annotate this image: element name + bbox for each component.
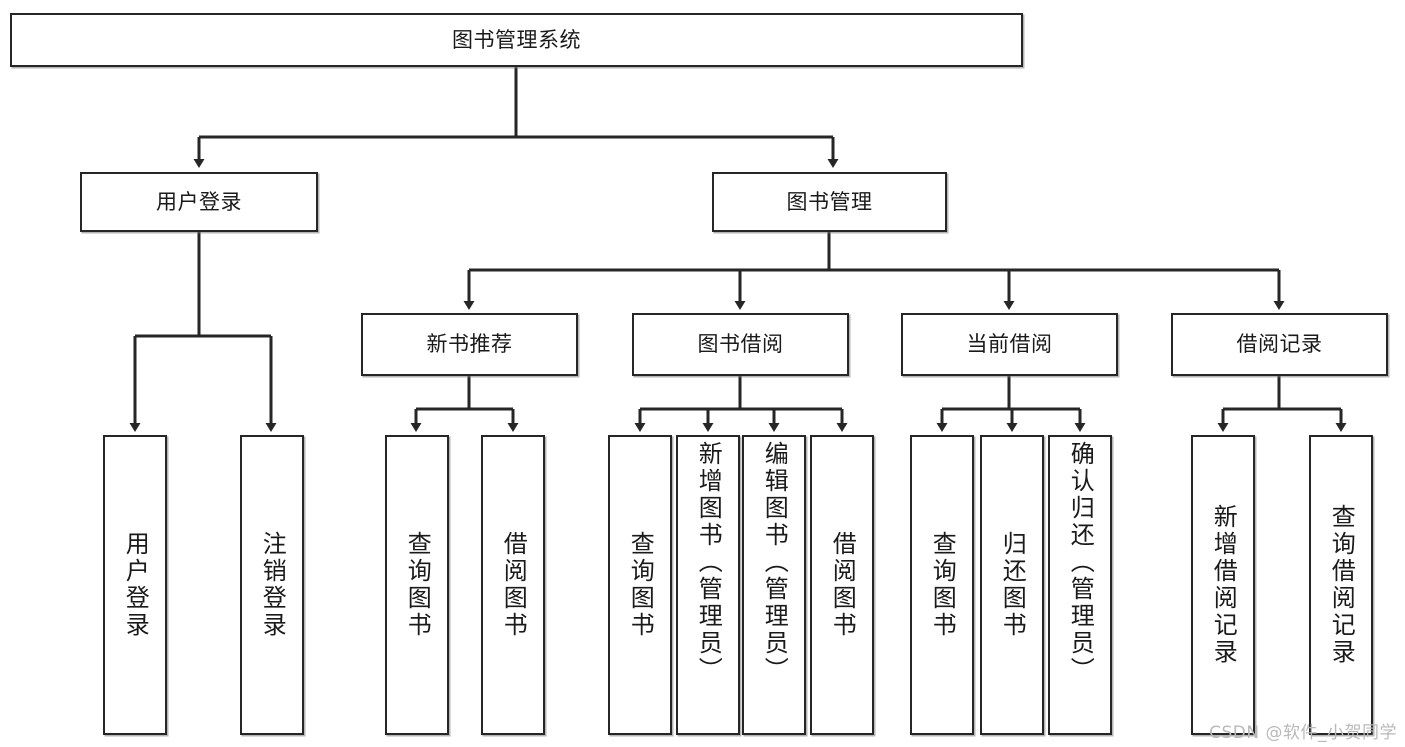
leaf-confirm-return[interactable]: 确认归还（管理员） — [1048, 435, 1112, 735]
node-book-borrow[interactable]: 图书借阅 — [632, 313, 849, 376]
node-root[interactable]: 图书管理系统 — [10, 13, 1023, 67]
node-user-login-label: 用户登录 — [156, 189, 242, 214]
leaf-add-book[interactable]: 新增图书（管理员） — [676, 435, 740, 735]
leaf-query-record-label: 查询借阅记录 — [1327, 504, 1356, 666]
node-book-manage-label: 图书管理 — [786, 189, 873, 214]
node-borrow-record[interactable]: 借阅记录 — [1171, 313, 1388, 376]
node-current-borrow[interactable]: 当前借阅 — [901, 313, 1118, 376]
leaf-borrow-book-2[interactable]: 借阅图书 — [810, 435, 874, 735]
node-new-book-recommend[interactable]: 新书推荐 — [361, 313, 578, 376]
leaf-query-book-3[interactable]: 查询图书 — [910, 435, 974, 735]
node-user-login[interactable]: 用户登录 — [80, 172, 318, 232]
leaf-query-book-1-label: 查询图书 — [403, 531, 432, 639]
csdn-watermark: CSDN @软件_小贺同学 — [1209, 723, 1397, 743]
leaf-return-book-label: 归还图书 — [998, 531, 1027, 639]
leaf-user-logout-label: 注销登录 — [258, 531, 287, 639]
leaf-user-logout[interactable]: 注销登录 — [240, 435, 304, 735]
leaf-add-record[interactable]: 新增借阅记录 — [1191, 435, 1255, 735]
leaf-add-record-label: 新增借阅记录 — [1209, 504, 1238, 666]
leaf-query-book-3-label: 查询图书 — [928, 531, 957, 639]
leaf-query-record[interactable]: 查询借阅记录 — [1309, 435, 1373, 735]
leaf-borrow-book-2-label: 借阅图书 — [828, 531, 857, 639]
leaf-edit-book[interactable]: 编辑图书（管理员） — [742, 435, 806, 735]
leaf-add-book-label: 新增图书（管理员） — [694, 441, 723, 684]
node-borrow-record-label: 借阅记录 — [1236, 332, 1323, 357]
leaf-query-book-2-label: 查询图书 — [626, 531, 655, 639]
leaf-borrow-book-1-label: 借阅图书 — [499, 531, 528, 639]
leaf-borrow-book-1[interactable]: 借阅图书 — [481, 435, 545, 735]
leaf-query-book-2[interactable]: 查询图书 — [608, 435, 672, 735]
leaf-user-login-label: 用户登录 — [121, 531, 150, 639]
node-book-borrow-label: 图书借阅 — [697, 332, 784, 357]
leaf-query-book-1[interactable]: 查询图书 — [385, 435, 449, 735]
leaf-confirm-return-label: 确认归还（管理员） — [1066, 441, 1095, 684]
leaf-user-login[interactable]: 用户登录 — [103, 435, 167, 735]
node-current-borrow-label: 当前借阅 — [966, 332, 1053, 357]
node-book-manage[interactable]: 图书管理 — [712, 172, 947, 232]
leaf-return-book[interactable]: 归还图书 — [980, 435, 1044, 735]
leaf-edit-book-label: 编辑图书（管理员） — [760, 441, 789, 684]
node-root-label: 图书管理系统 — [452, 27, 581, 52]
node-new-book-recommend-label: 新书推荐 — [426, 332, 513, 357]
